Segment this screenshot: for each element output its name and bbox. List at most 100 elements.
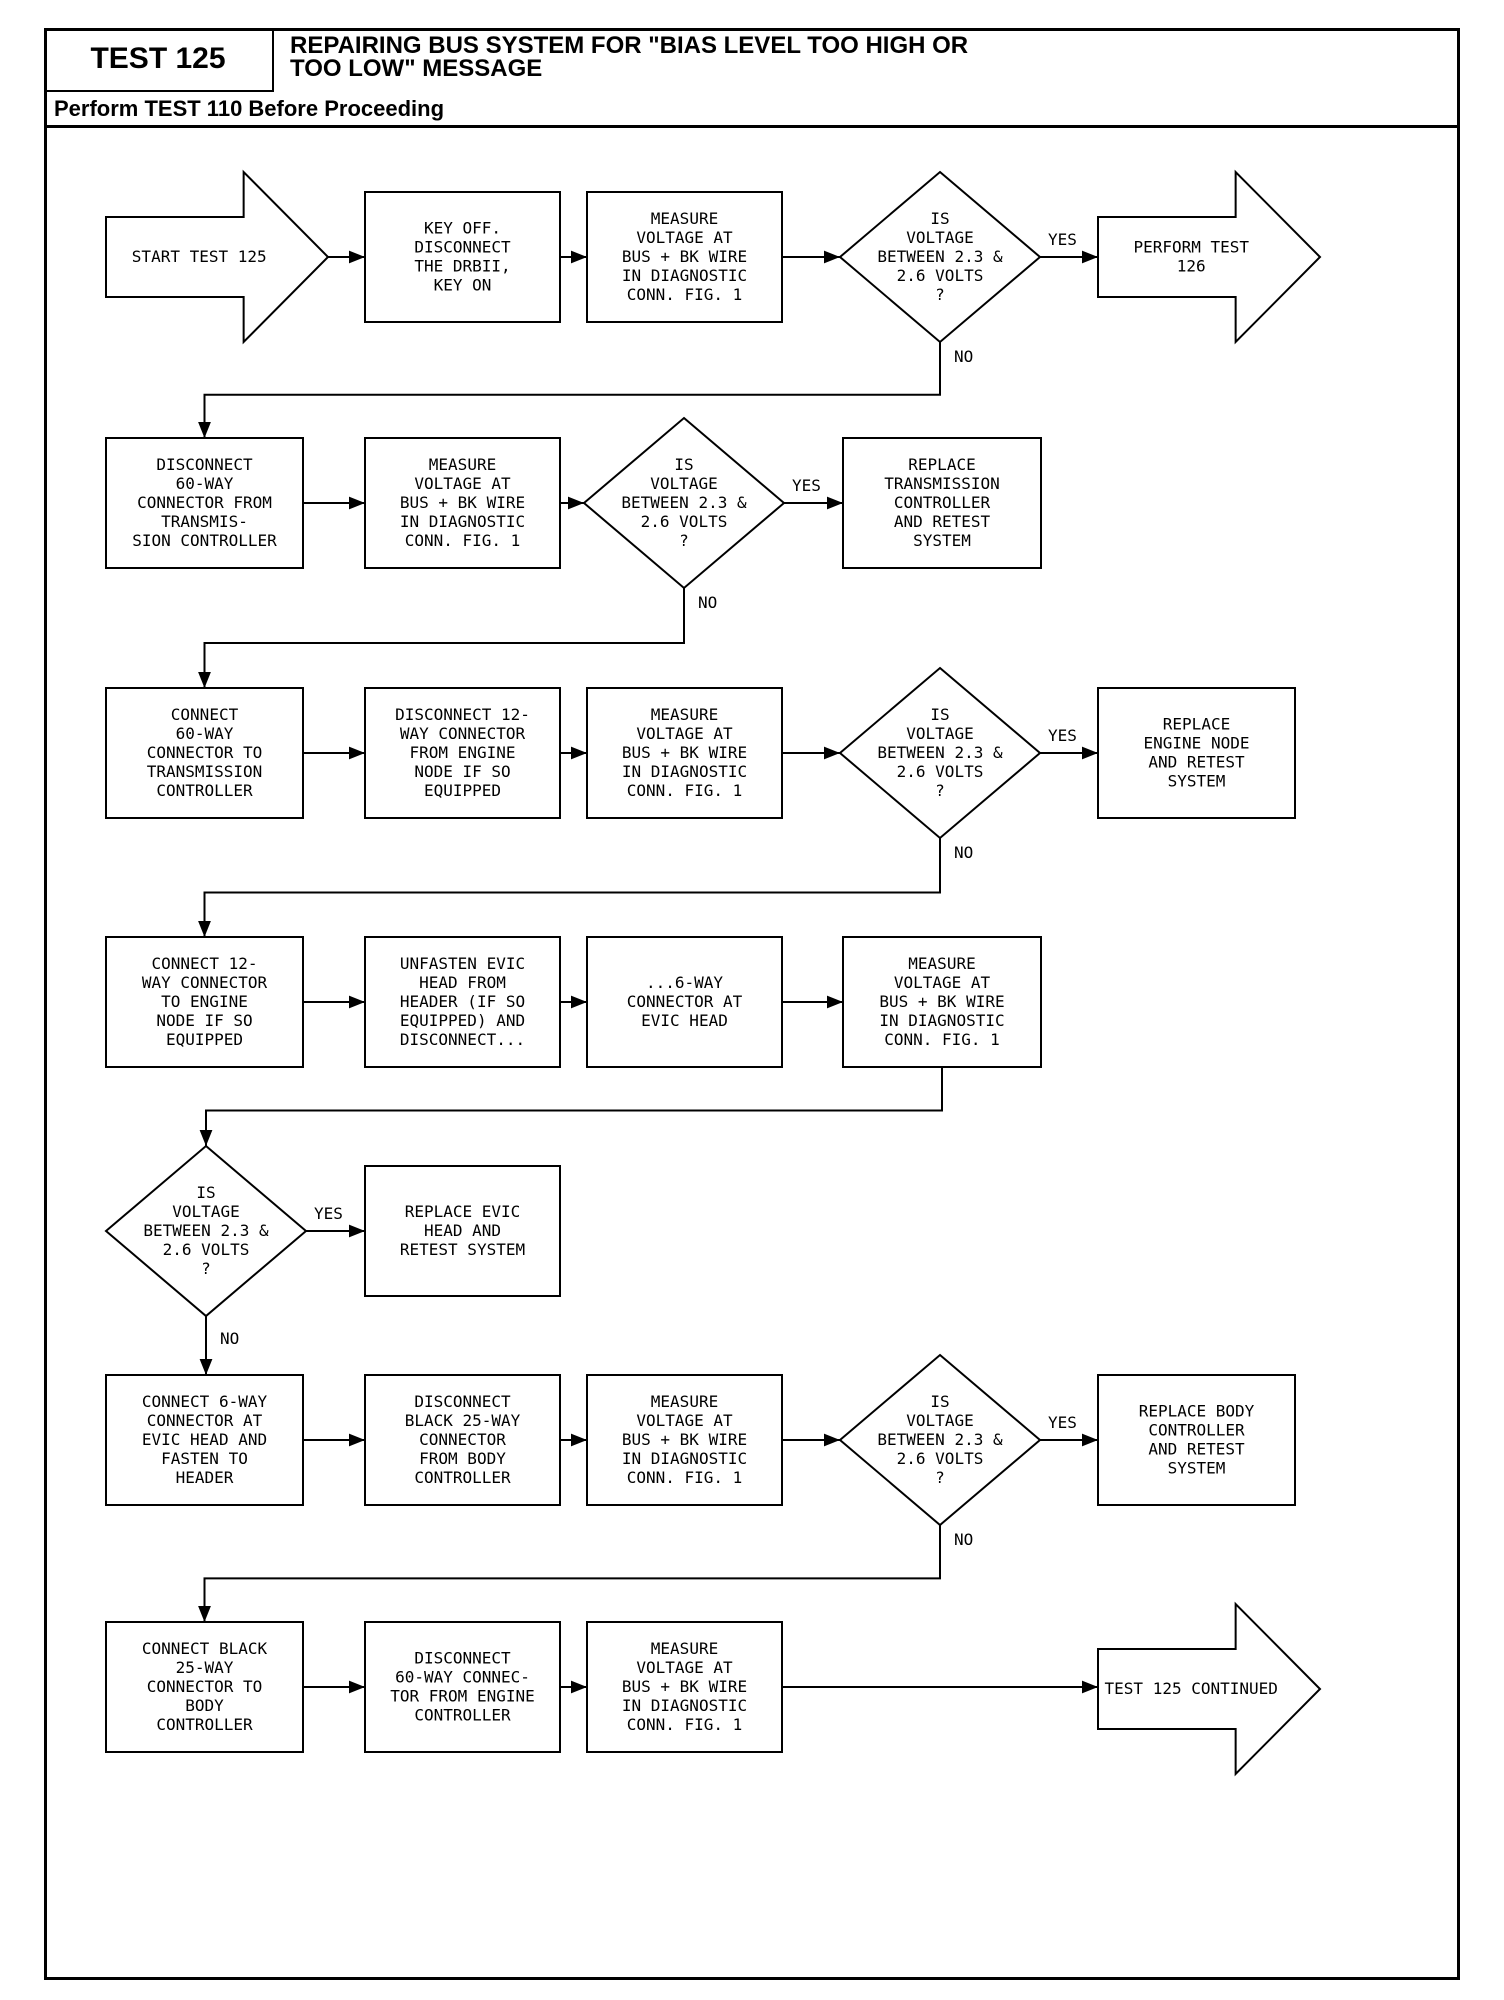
node-text: REPLACE EVIC [405, 1202, 521, 1221]
node-text: DISCONNECT... [400, 1030, 525, 1049]
node-text: IS [196, 1183, 215, 1202]
node-text: THE DRBII, [414, 257, 510, 276]
node-text: VOLTAGE AT [636, 724, 733, 743]
node-text: IS [930, 209, 949, 228]
node-text: CONNECTOR AT [147, 1411, 263, 1430]
node-text: MEASURE [429, 455, 496, 474]
node-text: BLACK 25-WAY [405, 1411, 521, 1430]
node-text: IS [674, 455, 693, 474]
node-text: AND RETEST [1148, 753, 1245, 772]
node-text: ENGINE NODE [1144, 734, 1250, 753]
node-text: CONN. FIG. 1 [884, 1030, 1000, 1049]
node-text: CONTROLLER [156, 781, 253, 800]
node-text: VOLTAGE [172, 1202, 239, 1221]
node-text: BETWEEN 2.3 & [143, 1221, 269, 1240]
node-text: 60-WAY CONNEC- [395, 1668, 530, 1687]
node-text: NODE IF SO [414, 762, 510, 781]
node-text: 126 [1177, 257, 1206, 276]
node-text: MEASURE [651, 209, 718, 228]
decision-diamond [104, 1144, 308, 1318]
node-text: WAY CONNECTOR [400, 724, 526, 743]
node-text: CONN. FIG. 1 [627, 781, 743, 800]
edge-label-no: NO [954, 347, 973, 366]
node-text: MEASURE [651, 1392, 718, 1411]
node-text: MEASURE [651, 705, 718, 724]
node-text: AND RETEST [1148, 1440, 1245, 1459]
node-text: EVIC HEAD [641, 1011, 728, 1030]
process-box [364, 191, 561, 323]
node-text: CONN. FIG. 1 [627, 1468, 743, 1487]
node-text: VOLTAGE AT [894, 973, 991, 992]
node-text: SYSTEM [1168, 772, 1226, 791]
edge-label-no: NO [954, 1530, 973, 1549]
node-text: CONNECTOR TO [147, 743, 263, 762]
node-text: CONNECTOR TO [147, 1677, 263, 1696]
process-box [586, 687, 783, 819]
node-text: VOLTAGE [650, 474, 717, 493]
node-text: CONN. FIG. 1 [405, 531, 521, 550]
test-title-line-2: TOO LOW" MESSAGE [290, 55, 543, 82]
process-box [1097, 687, 1296, 819]
node-text: FROM BODY [419, 1449, 506, 1468]
decision-diamond [838, 1353, 1042, 1527]
node-text: WAY CONNECTOR [142, 973, 268, 992]
node-text: BUS + BK WIRE [622, 1677, 747, 1696]
test-title-line-1: REPAIRING BUS SYSTEM FOR "BIAS LEVEL TOO… [290, 32, 969, 59]
node-text: 2.6 VOLTS [897, 1449, 984, 1468]
node-text: BETWEEN 2.3 & [877, 1430, 1003, 1449]
node-text: DISCONNECT [156, 455, 253, 474]
node-text: REPLACE BODY [1139, 1402, 1255, 1421]
node-text: 2.6 VOLTS [641, 512, 728, 531]
node-text: CONTROLLER [414, 1706, 511, 1725]
process-box [1097, 1374, 1296, 1506]
process-box [364, 437, 561, 569]
node-text: MEASURE [908, 954, 975, 973]
edge-decision-1-to-disconnect-60 [198, 342, 941, 438]
process-box [586, 1621, 783, 1753]
node-continued: TEST 125 CONTINUED [1097, 1601, 1322, 1777]
node-text: REPLACE [1163, 715, 1230, 734]
process-box [586, 1374, 783, 1506]
node-text: KEY ON [434, 276, 492, 295]
node-text: IN DIAGNOSTIC [400, 512, 525, 531]
node-text: VOLTAGE AT [414, 474, 511, 493]
node-text: BUS + BK WIRE [622, 743, 747, 762]
node-text: IN DIAGNOSTIC [622, 266, 747, 285]
node-text: SYSTEM [1168, 1459, 1226, 1478]
node-text: VOLTAGE [906, 724, 973, 743]
node-text: 60-WAY [176, 724, 234, 743]
terminal-arrow [1097, 1601, 1322, 1777]
process-box [105, 687, 304, 819]
node-start: START TEST 125 [105, 169, 330, 345]
node-text: TRANSMISSION [147, 762, 263, 781]
node-text: VOLTAGE AT [636, 1658, 733, 1677]
node-text: EQUIPPED) AND [400, 1011, 525, 1030]
node-text: BODY [185, 1696, 224, 1715]
node-text: EQUIPPED [166, 1030, 243, 1049]
edge-label-yes: YES [792, 476, 821, 495]
decision-diamond [582, 416, 786, 590]
edge-label-yes: YES [1048, 230, 1077, 249]
node-text: ...6-WAY [646, 973, 723, 992]
node-text: IN DIAGNOSTIC [622, 1449, 747, 1468]
node-text: START TEST 125 [132, 247, 267, 266]
node-text: AND RETEST [894, 512, 991, 531]
test-title: REPAIRING BUS SYSTEM FOR "BIAS LEVEL TOO… [290, 32, 1190, 82]
